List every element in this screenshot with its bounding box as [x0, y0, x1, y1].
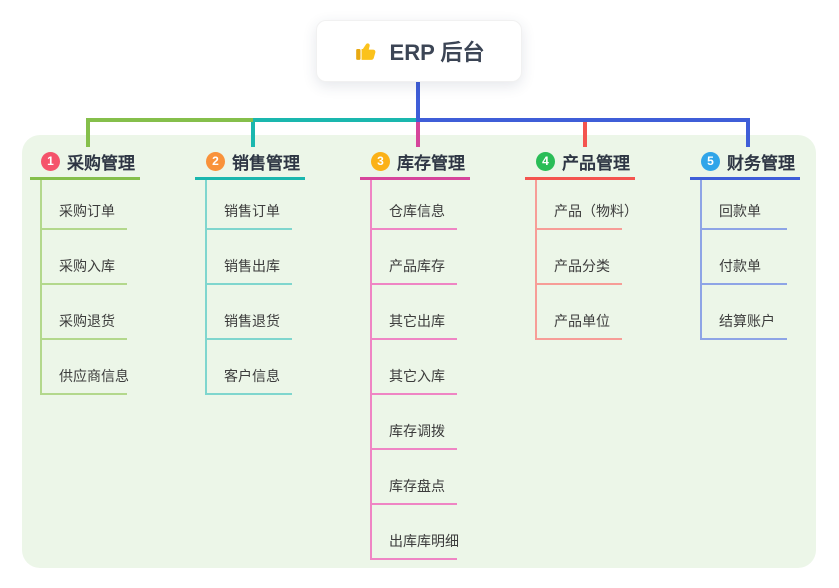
branch-number-badge: 4 [536, 151, 555, 171]
branch-item-list: 回款单付款单结算账户 [700, 180, 787, 340]
tree-item[interactable]: 销售订单 [207, 180, 292, 230]
branch-title: 采购管理 [67, 153, 135, 173]
tree-item[interactable]: 销售出库 [207, 230, 292, 285]
branch-title: 库存管理 [397, 153, 465, 173]
tree-item[interactable]: 库存盘点 [372, 450, 457, 505]
connector-drop-procurement [86, 120, 90, 147]
branch-number-badge: 3 [371, 151, 390, 171]
tree-item[interactable]: 付款单 [702, 230, 787, 285]
branch-title: 财务管理 [727, 153, 795, 173]
tree-item[interactable]: 销售退货 [207, 285, 292, 340]
tree-item[interactable]: 结算账户 [702, 285, 787, 340]
branch-header[interactable]: 1 采购管理 [30, 145, 140, 180]
branch-header[interactable]: 3 库存管理 [360, 145, 470, 180]
branch-number-badge: 5 [701, 151, 720, 171]
tree-item[interactable]: 采购退货 [42, 285, 127, 340]
branch-item-list: 采购订单采购入库采购退货供应商信息 [40, 180, 129, 395]
branch-procurement: 1 采购管理 采购订单采购入库采购退货供应商信息 [30, 145, 180, 395]
connector-bus-left [86, 118, 253, 122]
branch-finance: 5 财务管理 回款单付款单结算账户 [690, 145, 839, 340]
branch-number-badge: 2 [206, 151, 225, 171]
connector-drop-product [583, 120, 587, 147]
tree-item[interactable]: 供应商信息 [42, 340, 129, 395]
tree-item[interactable]: 其它入库 [372, 340, 457, 395]
tree-item[interactable]: 产品单位 [537, 285, 622, 340]
branch-header[interactable]: 5 财务管理 [690, 145, 800, 180]
tree-item[interactable]: 回款单 [702, 180, 787, 230]
tree-item[interactable]: 产品库存 [372, 230, 457, 285]
branch-title: 产品管理 [562, 153, 630, 173]
branches-panel [22, 135, 816, 568]
connector-bus-right [416, 118, 750, 122]
tree-item[interactable]: 客户信息 [207, 340, 292, 395]
connector-drop-finance [746, 120, 750, 147]
tree-item[interactable]: 产品（物料） [537, 180, 638, 230]
tree-item[interactable]: 出库库明细 [372, 505, 459, 560]
connector-root-stem [416, 82, 420, 122]
tree-item[interactable]: 采购订单 [42, 180, 127, 230]
branch-number-badge: 1 [41, 151, 60, 171]
branch-header[interactable]: 2 销售管理 [195, 145, 305, 180]
tree-item[interactable]: 其它出库 [372, 285, 457, 340]
branch-header[interactable]: 4 产品管理 [525, 145, 635, 180]
thumbs-up-icon [355, 43, 375, 60]
branch-item-list: 产品（物料）产品分类产品单位 [535, 180, 638, 340]
branch-title: 销售管理 [232, 153, 300, 173]
branch-inventory: 3 库存管理 仓库信息产品库存其它出库其它入库库存调拨库存盘点出库库明细 [360, 145, 510, 560]
connector-drop-sales [251, 120, 255, 147]
tree-item[interactable]: 仓库信息 [372, 180, 457, 230]
tree-item[interactable]: 产品分类 [537, 230, 622, 285]
tree-item[interactable]: 采购入库 [42, 230, 127, 285]
branch-item-list: 仓库信息产品库存其它出库其它入库库存调拨库存盘点出库库明细 [370, 180, 459, 560]
root-node[interactable]: ERP 后台 [316, 20, 522, 82]
branch-item-list: 销售订单销售出库销售退货客户信息 [205, 180, 292, 395]
tree-item[interactable]: 库存调拨 [372, 395, 457, 450]
root-label: ERP 后台 [389, 40, 485, 65]
branch-sales: 2 销售管理 销售订单销售出库销售退货客户信息 [195, 145, 345, 395]
branch-product: 4 产品管理 产品（物料）产品分类产品单位 [525, 145, 675, 340]
connector-bus-middle [253, 118, 416, 122]
connector-drop-inventory [416, 120, 420, 147]
